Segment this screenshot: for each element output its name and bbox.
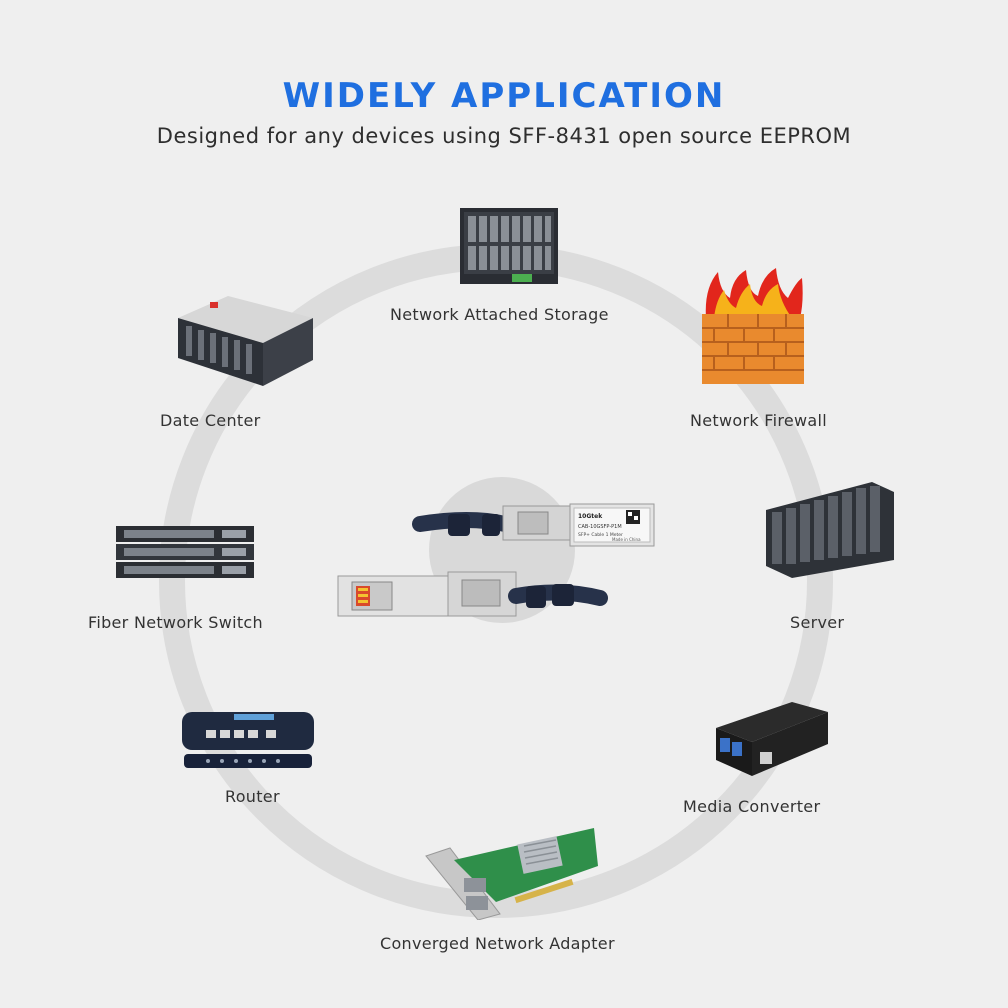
router-image bbox=[182, 712, 314, 768]
module-brand: 10Gtek bbox=[578, 513, 603, 520]
page-title: WIDELY APPLICATION bbox=[282, 76, 726, 116]
media-converter-image bbox=[716, 702, 828, 776]
firewall-image bbox=[702, 268, 804, 384]
label-adapter: Converged Network Adapter bbox=[380, 934, 615, 953]
label-data-center: Date Center bbox=[160, 411, 261, 430]
label-router: Router bbox=[225, 787, 280, 806]
nas-image bbox=[460, 208, 558, 284]
label-switch: Fiber Network Switch bbox=[88, 613, 263, 632]
label-server: Server bbox=[790, 613, 845, 632]
page-subtitle: Designed for any devices using SFF-8431 … bbox=[156, 124, 852, 148]
label-firewall: Network Firewall bbox=[690, 411, 828, 430]
label-nas: Network Attached Storage bbox=[390, 305, 609, 324]
label-media-converter: Media Converter bbox=[683, 797, 821, 816]
data-center-image bbox=[178, 296, 313, 386]
adapter-image bbox=[425, 828, 598, 920]
module-desc: SFP+ Cable 1 Meter bbox=[578, 532, 623, 538]
module-model: CAB-10GSFP-P1M bbox=[578, 524, 622, 530]
switch-image bbox=[116, 526, 254, 578]
sfp-cable-image: 10Gtek CAB-10GSFP-P1M SFP+ Cable 1 Meter… bbox=[337, 503, 655, 617]
module-origin: Made in China bbox=[612, 537, 641, 542]
server-image bbox=[766, 482, 894, 578]
